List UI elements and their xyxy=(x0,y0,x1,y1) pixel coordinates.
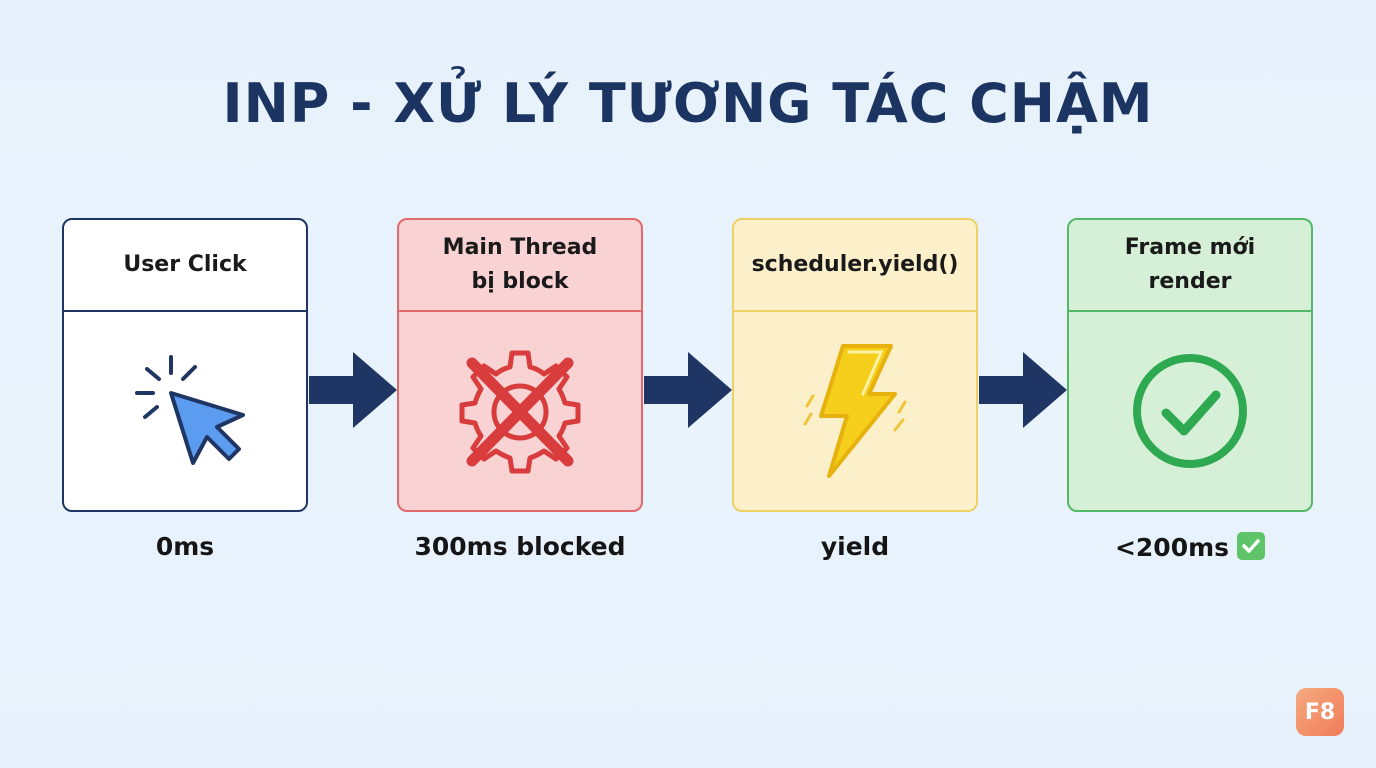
step-header: scheduler.yield() xyxy=(734,220,976,312)
step-body xyxy=(734,312,976,510)
step-label: Frame mới render xyxy=(1124,235,1256,294)
step-label: User Click xyxy=(123,252,247,277)
f8-logo: F8 xyxy=(1296,688,1344,736)
step-header: Frame mới render xyxy=(1069,220,1311,312)
gear-crossed-icon xyxy=(459,350,581,474)
cursor-click-icon xyxy=(135,355,245,465)
arrow-right-icon xyxy=(979,352,1067,428)
step-caption: <200ms xyxy=(1114,533,1230,562)
step-card-new-frame-render: Frame mới render xyxy=(1067,218,1313,512)
step-header: User Click xyxy=(64,220,306,312)
arrow-right-icon xyxy=(644,352,732,428)
check-circle-icon xyxy=(1133,354,1247,468)
step-caption: 0ms xyxy=(155,532,215,561)
step-body xyxy=(64,312,306,510)
step-card-scheduler-yield: scheduler.yield() xyxy=(732,218,978,512)
step-card-main-thread-blocked: Main Thread bị block xyxy=(397,218,643,512)
step-label: Main Thread bị block xyxy=(442,235,598,294)
step-caption: 300ms blocked xyxy=(414,532,626,561)
step-caption-row: <200ms xyxy=(1067,532,1313,562)
lightning-icon xyxy=(803,344,907,478)
check-mark-icon xyxy=(1237,532,1266,560)
arrow-right-icon xyxy=(309,352,397,428)
step-body xyxy=(399,312,641,510)
step-caption: yield xyxy=(820,532,890,561)
step-body xyxy=(1069,312,1311,510)
step-label: scheduler.yield() xyxy=(751,252,959,277)
step-card-user-click: User Click xyxy=(62,218,308,512)
diagram-title: INP - XỬ LÝ TƯƠNG TÁC CHẬM xyxy=(222,72,1154,135)
step-header: Main Thread bị block xyxy=(399,220,641,312)
